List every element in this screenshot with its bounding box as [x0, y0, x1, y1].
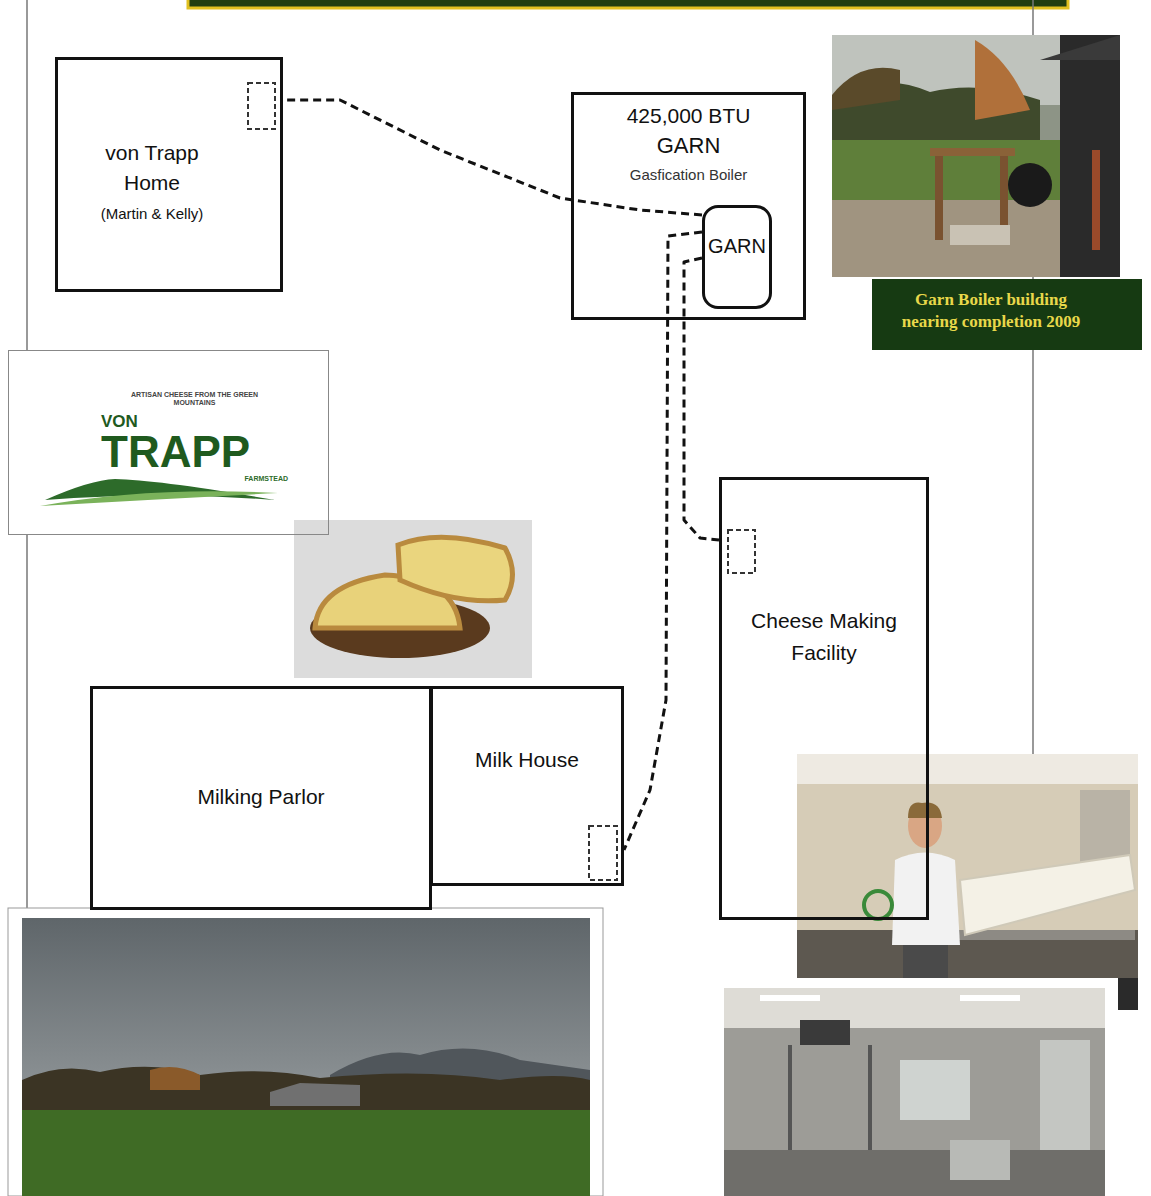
logo-mountains — [40, 491, 278, 506]
boiler-photo — [950, 225, 1010, 245]
cheesemaker-photo — [960, 855, 1135, 935]
cheesemaker-photo — [892, 853, 960, 946]
boiler-photo — [1008, 163, 1052, 207]
heat-pipe — [624, 232, 702, 850]
boiler-building-box: 425,000 BTUGARNGasfication BoilerGARN — [571, 92, 806, 320]
cheesemaker-photo — [903, 945, 948, 978]
facility-photo — [950, 1140, 1010, 1180]
node-label: Milking Parlor — [197, 784, 324, 810]
logo-ground — [8, 350, 329, 535]
boiler-photo — [1092, 150, 1100, 250]
boiler-photo — [832, 35, 1120, 277]
boiler-photo — [1060, 35, 1120, 277]
node-label: Cheese Making Facility — [739, 605, 909, 669]
boiler-photo — [975, 40, 1030, 120]
valve-marker — [728, 530, 755, 573]
heat-pipe — [684, 258, 719, 540]
building-box: Milk House — [430, 686, 624, 886]
facility-photo — [724, 1150, 1105, 1196]
node-label: GARN — [708, 234, 766, 258]
facility-photo — [724, 988, 1105, 1196]
field-photo — [150, 1067, 200, 1090]
node-label: 425,000 BTU — [627, 103, 751, 129]
node-label: Garn Boiler building nearing completion … — [886, 289, 1096, 333]
field-photo — [270, 1083, 360, 1106]
cheese-photo — [294, 520, 532, 678]
boiler-photo — [832, 35, 1120, 277]
node-label: VON — [101, 413, 138, 430]
facility-photo — [960, 995, 1020, 1001]
title-band — [188, 0, 1068, 8]
building-box: Cheese Making Facility — [719, 477, 929, 920]
cheesemaker-photo — [797, 754, 1138, 784]
field-photo — [22, 918, 590, 1196]
photo-caption: Garn Boiler building nearing completion … — [872, 279, 1142, 350]
boiler-unit: GARN — [702, 205, 772, 309]
cheesemaker-photo — [797, 754, 1138, 1010]
boiler-photo — [832, 200, 1060, 277]
node-label: Gasfication Boiler — [630, 165, 748, 185]
cheesemaker-photo — [864, 891, 892, 919]
valve-marker — [589, 826, 617, 880]
node-label: FARMSTEAD — [244, 474, 288, 483]
cheese-photo — [294, 520, 532, 678]
logo-box: ARTISAN CHEESE FROM THE GREEN MOUNTAINS V… — [8, 350, 329, 535]
logo-mountains — [40, 479, 278, 506]
title-band — [188, 0, 1068, 8]
node-label: TRAPP — [101, 430, 250, 474]
valve-marker — [248, 83, 275, 129]
node-label: Milk House — [475, 747, 579, 773]
field-photo — [8, 908, 603, 1196]
node-label: (Martin & Kelly) — [101, 204, 204, 224]
cheesemaker-photo — [797, 930, 1138, 978]
facility-photo — [900, 1060, 970, 1120]
node-label: von Trapp Home — [87, 138, 217, 198]
cheesemaker-photo — [908, 803, 942, 818]
facility-photo — [760, 995, 820, 1001]
field-photo — [22, 1110, 590, 1196]
field-photo — [8, 908, 603, 1196]
facility-photo — [724, 988, 1105, 1028]
facility-photo — [724, 988, 1105, 1196]
boiler-photo — [935, 150, 943, 240]
cheesemaker-photo — [797, 754, 1138, 978]
building-box: von Trapp Home (Martin & Kelly) — [55, 57, 283, 292]
node-label: ARTISAN CHEESE FROM THE GREEN MOUNTAINS — [130, 391, 260, 407]
boiler-photo — [930, 148, 1015, 156]
building-box: Milking Parlor — [90, 686, 432, 910]
field-photo — [22, 1067, 590, 1115]
node-label: GARN — [657, 133, 721, 159]
facility-photo — [800, 1020, 850, 1045]
boiler-photo — [1040, 35, 1120, 60]
boiler-photo — [832, 68, 900, 110]
cheese-photo — [398, 537, 513, 601]
